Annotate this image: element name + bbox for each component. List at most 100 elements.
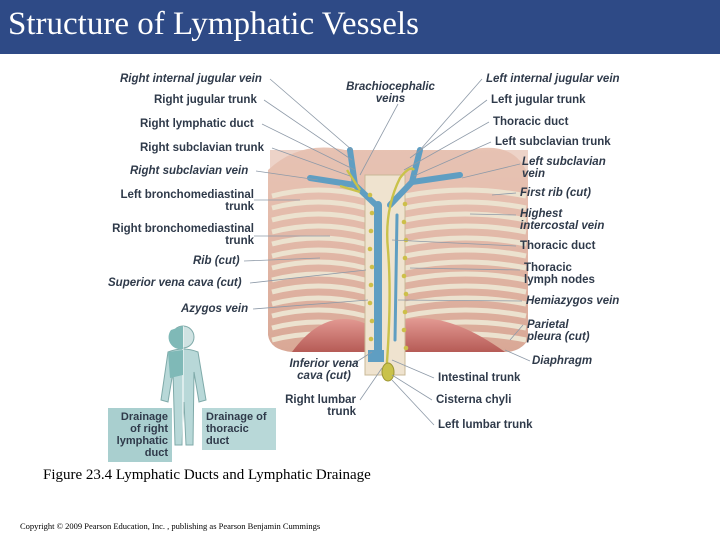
veins (307, 147, 463, 356)
key-line: lymphatic (116, 435, 168, 447)
thoracic-duct (339, 167, 415, 376)
label-left-subclavian-trunk: Left subclavian trunk (495, 136, 611, 148)
rib (271, 235, 366, 247)
rib (271, 307, 366, 319)
label-left-subclavian-vein: Left subclavian vein (522, 156, 606, 180)
key-line: of right (130, 423, 168, 435)
lymph-node (403, 345, 409, 351)
label-line: Left bronchomediastinal (120, 189, 254, 201)
label-left-lumbar-trunk: Left lumbar trunk (438, 419, 533, 431)
leader-line (397, 299, 523, 302)
leader-line (263, 99, 353, 161)
leader-line (413, 141, 492, 177)
label-right-subclavian-vein: Right subclavian vein (130, 165, 249, 177)
label-brachiocephalic-veins: Brachiocephalic veins (343, 81, 438, 105)
label-highest-intercostal-vein: Highest intercostal vein (520, 208, 604, 232)
lymph-node (368, 282, 374, 288)
lymph-node (401, 327, 407, 333)
label-diaphragm: Diaphragm (532, 355, 593, 367)
leader-line (271, 147, 351, 177)
leader-line (461, 163, 521, 179)
leader-line (391, 374, 433, 401)
label-thoracic-duct-top: Thoracic duct (493, 116, 569, 128)
rib (271, 283, 366, 295)
rib (271, 259, 366, 271)
label-line: vein (522, 168, 546, 180)
leader-line (504, 349, 531, 362)
lymph-node (403, 291, 409, 297)
body-drainage-figure (160, 325, 207, 448)
leader-line (252, 299, 369, 310)
lymph-node (401, 219, 407, 225)
label-line: lymph nodes (524, 274, 595, 286)
label-inferior-vena-cava-cut: Inferior vena cava (cut) (276, 358, 372, 382)
label-line: Highest (520, 208, 563, 220)
lymph-node (368, 336, 374, 342)
copyright-notice: Copyright © 2009 Pearson Education, Inc.… (20, 521, 321, 531)
rib (271, 223, 366, 235)
lymph-node (367, 192, 373, 198)
label-left-bronchomediastinal-trunk: Left bronchomediastinal trunk (113, 189, 254, 213)
leader-line (409, 99, 488, 159)
label-line: veins (375, 93, 406, 105)
leader-line (359, 367, 383, 401)
lymph-node (403, 237, 409, 243)
leader-line (349, 351, 373, 367)
label-right-lumbar-trunk: Right lumbar trunk (280, 394, 356, 418)
leader-line (359, 103, 399, 176)
lymph-node (369, 210, 375, 216)
leader-line (491, 192, 517, 196)
key-line: thoracic (206, 423, 249, 435)
label-line: trunk (327, 406, 356, 418)
title-bar: Structure of Lymphatic Vessels (0, 0, 720, 54)
rib (404, 259, 527, 271)
key-line: Drainage of (206, 411, 267, 423)
leader-line (255, 170, 319, 181)
label-left-internal-jugular-vein: Left internal jugular vein (486, 73, 620, 85)
rib (271, 247, 366, 259)
leader-lines (243, 78, 531, 426)
rib (271, 199, 366, 211)
drainage-right-lymphatic-key: Drainage of right lymphatic duct (108, 408, 172, 462)
label-left-jugular-trunk: Left jugular trunk (491, 94, 586, 106)
leader-line (409, 267, 521, 271)
leader-line (269, 78, 353, 151)
rib (404, 211, 527, 223)
label-right-lymphatic-duct: Right lymphatic duct (140, 118, 254, 130)
leader-line (243, 257, 321, 262)
rib (271, 187, 366, 199)
label-azygos-vein: Azygos vein (181, 303, 249, 315)
rib (404, 247, 527, 259)
label-right-internal-jugular-vein: Right internal jugular vein (120, 73, 262, 85)
rib (404, 223, 527, 235)
label-thoracic-duct-mid: Thoracic duct (520, 240, 596, 252)
label-first-rib-cut: First rib (cut) (520, 187, 591, 199)
leader-line (249, 269, 367, 284)
label-line: trunk (225, 201, 254, 213)
rib (271, 271, 366, 283)
label-rib-cut: Rib (cut) (193, 255, 240, 267)
label-cisterna-chyli: Cisterna chyli (436, 394, 512, 406)
leader-line (509, 324, 524, 341)
leader-line (391, 359, 435, 379)
label-line: trunk (225, 235, 254, 247)
label-right-subclavian-trunk: Right subclavian trunk (140, 142, 264, 154)
label-line: cava (cut) (297, 370, 351, 382)
vertebral-column (364, 174, 406, 376)
rib (404, 199, 527, 211)
label-superior-vena-cava-cut: Superior vena cava (cut) (108, 277, 242, 289)
leader-line (419, 78, 483, 151)
lymph-node (401, 273, 407, 279)
rib (271, 211, 366, 223)
label-line: Inferior vena (289, 358, 359, 370)
inferior-vena-cava (368, 350, 384, 362)
key-line: duct (144, 447, 168, 459)
leader-line (391, 379, 435, 426)
leader-line (403, 121, 490, 171)
label-hemiazygos-vein: Hemiazygos vein (526, 295, 620, 307)
label-line: Left subclavian (522, 156, 606, 168)
rib (404, 271, 527, 283)
lymph-node (367, 300, 373, 306)
label-line: Parietal (527, 319, 569, 331)
key-line: Drainage (120, 411, 168, 423)
